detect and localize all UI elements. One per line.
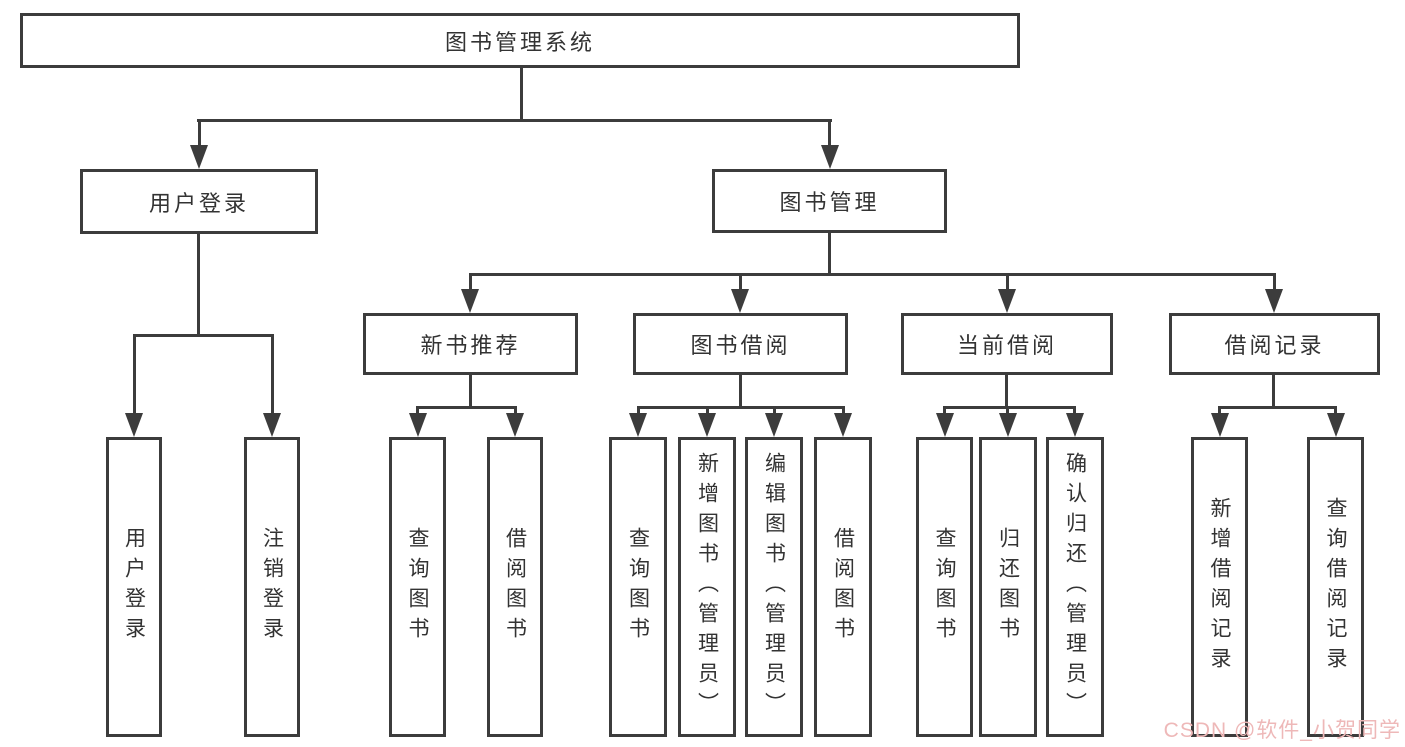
connector-hline <box>637 406 844 409</box>
arrowhead-down-icon <box>1327 413 1345 437</box>
leaf-query-books-current: 查询图书 <box>916 437 973 737</box>
connector-vline <box>1005 375 1008 406</box>
connector-vline <box>706 406 709 415</box>
arrowhead-down-icon <box>125 413 143 437</box>
leaf-add-borrow-record-label: 新增借阅记录 <box>1208 497 1231 677</box>
leaf-edit-books-admin: 编辑图书（管理员） <box>745 437 803 737</box>
leaf-query-borrow-record: 查询借阅记录 <box>1307 437 1364 737</box>
connector-vline <box>133 334 136 413</box>
node-book-borrow-label: 图书借阅 <box>690 333 791 358</box>
connector-vline <box>1218 406 1221 415</box>
arrowhead-down-icon <box>190 145 208 169</box>
watermark-text: CSDN @软件_小贺同学 <box>1163 719 1401 742</box>
connector-hline <box>416 406 517 409</box>
node-current-borrow-label: 当前借阅 <box>956 333 1057 358</box>
connector-hline <box>943 406 1076 409</box>
arrowhead-down-icon <box>936 413 954 437</box>
connector-vline <box>943 406 946 415</box>
leaf-return-books: 归还图书 <box>979 437 1037 737</box>
arrowhead-down-icon <box>999 413 1017 437</box>
arrowhead-down-icon <box>1265 289 1283 313</box>
arrowhead-down-icon <box>629 413 647 437</box>
leaf-logout: 注销登录 <box>244 437 300 737</box>
leaf-borrow-books: 借阅图书 <box>814 437 872 737</box>
leaf-user-login: 用户登录 <box>106 437 162 737</box>
connector-vline <box>1006 273 1009 291</box>
leaf-query-books-current-label: 查询图书 <box>933 527 956 647</box>
node-root-label: 图书管理系统 <box>444 29 595 55</box>
node-new-book-recommend-label: 新书推荐 <box>420 333 521 358</box>
leaf-add-books-admin: 新增图书（管理员） <box>678 437 736 737</box>
connector-vline <box>1334 406 1337 415</box>
connector-hline <box>133 334 274 337</box>
connector-vline <box>828 119 831 147</box>
connector-vline <box>739 375 742 406</box>
connector-vline <box>514 406 517 415</box>
arrowhead-down-icon <box>1211 413 1229 437</box>
arrowhead-down-icon <box>506 413 524 437</box>
arrowhead-down-icon <box>461 289 479 313</box>
arrowhead-down-icon <box>765 413 783 437</box>
node-new-book-recommend: 新书推荐 <box>363 313 578 375</box>
node-book-borrow: 图书借阅 <box>633 313 848 375</box>
leaf-logout-label: 注销登录 <box>260 527 284 647</box>
arrowhead-down-icon <box>1066 413 1084 437</box>
connector-vline <box>469 375 472 406</box>
node-book-management: 图书管理 <box>712 169 947 233</box>
connector-vline <box>739 273 742 291</box>
connector-vline <box>773 406 776 415</box>
connector-vline <box>828 233 831 273</box>
node-user-login: 用户登录 <box>80 169 318 234</box>
leaf-query-books-borrow-label: 查询图书 <box>626 527 650 647</box>
connector-vline <box>416 406 419 415</box>
connector-vline <box>520 68 523 119</box>
arrowhead-down-icon <box>834 413 852 437</box>
arrowhead-down-icon <box>263 413 281 437</box>
connector-vline <box>469 273 472 291</box>
leaf-confirm-return-admin-label: 确认归还（管理员） <box>1063 452 1087 722</box>
leaf-query-books-borrow: 查询图书 <box>609 437 667 737</box>
leaf-query-books-recommend: 查询图书 <box>389 437 446 737</box>
connector-vline <box>271 334 274 413</box>
arrowhead-down-icon <box>698 413 716 437</box>
leaf-return-books-label: 归还图书 <box>996 527 1020 647</box>
connector-vline <box>842 406 845 415</box>
leaf-borrow-books-recommend: 借阅图书 <box>487 437 543 737</box>
leaf-query-borrow-record-label: 查询借阅记录 <box>1324 497 1347 677</box>
connector-vline <box>1272 375 1275 406</box>
leaf-confirm-return-admin: 确认归还（管理员） <box>1046 437 1104 737</box>
connector-vline <box>1006 406 1009 415</box>
leaf-add-books-admin-label: 新增图书（管理员） <box>695 452 719 722</box>
node-current-borrow: 当前借阅 <box>901 313 1113 375</box>
connector-hline <box>197 119 832 122</box>
connector-vline <box>198 119 201 147</box>
connector-vline <box>197 234 200 334</box>
node-user-login-label: 用户登录 <box>148 190 249 216</box>
leaf-user-login-label: 用户登录 <box>122 527 146 647</box>
arrowhead-down-icon <box>821 145 839 169</box>
leaf-borrow-books-label: 借阅图书 <box>831 527 855 647</box>
connector-vline <box>1073 406 1076 415</box>
connector-vline <box>1273 273 1276 291</box>
leaf-add-borrow-record: 新增借阅记录 <box>1191 437 1248 737</box>
node-book-management-label: 图书管理 <box>779 190 880 215</box>
leaf-edit-books-admin-label: 编辑图书（管理员） <box>762 452 786 722</box>
arrowhead-down-icon <box>998 289 1016 313</box>
node-borrow-records-label: 借阅记录 <box>1224 333 1325 358</box>
node-root: 图书管理系统 <box>20 13 1020 68</box>
connector-hline <box>1218 406 1337 409</box>
arrowhead-down-icon <box>409 413 427 437</box>
arrowhead-down-icon <box>731 289 749 313</box>
connector-hline <box>469 273 1276 276</box>
leaf-query-books-recommend-label: 查询图书 <box>406 527 429 647</box>
node-borrow-records: 借阅记录 <box>1169 313 1380 375</box>
connector-vline <box>637 406 640 415</box>
leaf-borrow-books-recommend-label: 借阅图书 <box>503 527 527 647</box>
